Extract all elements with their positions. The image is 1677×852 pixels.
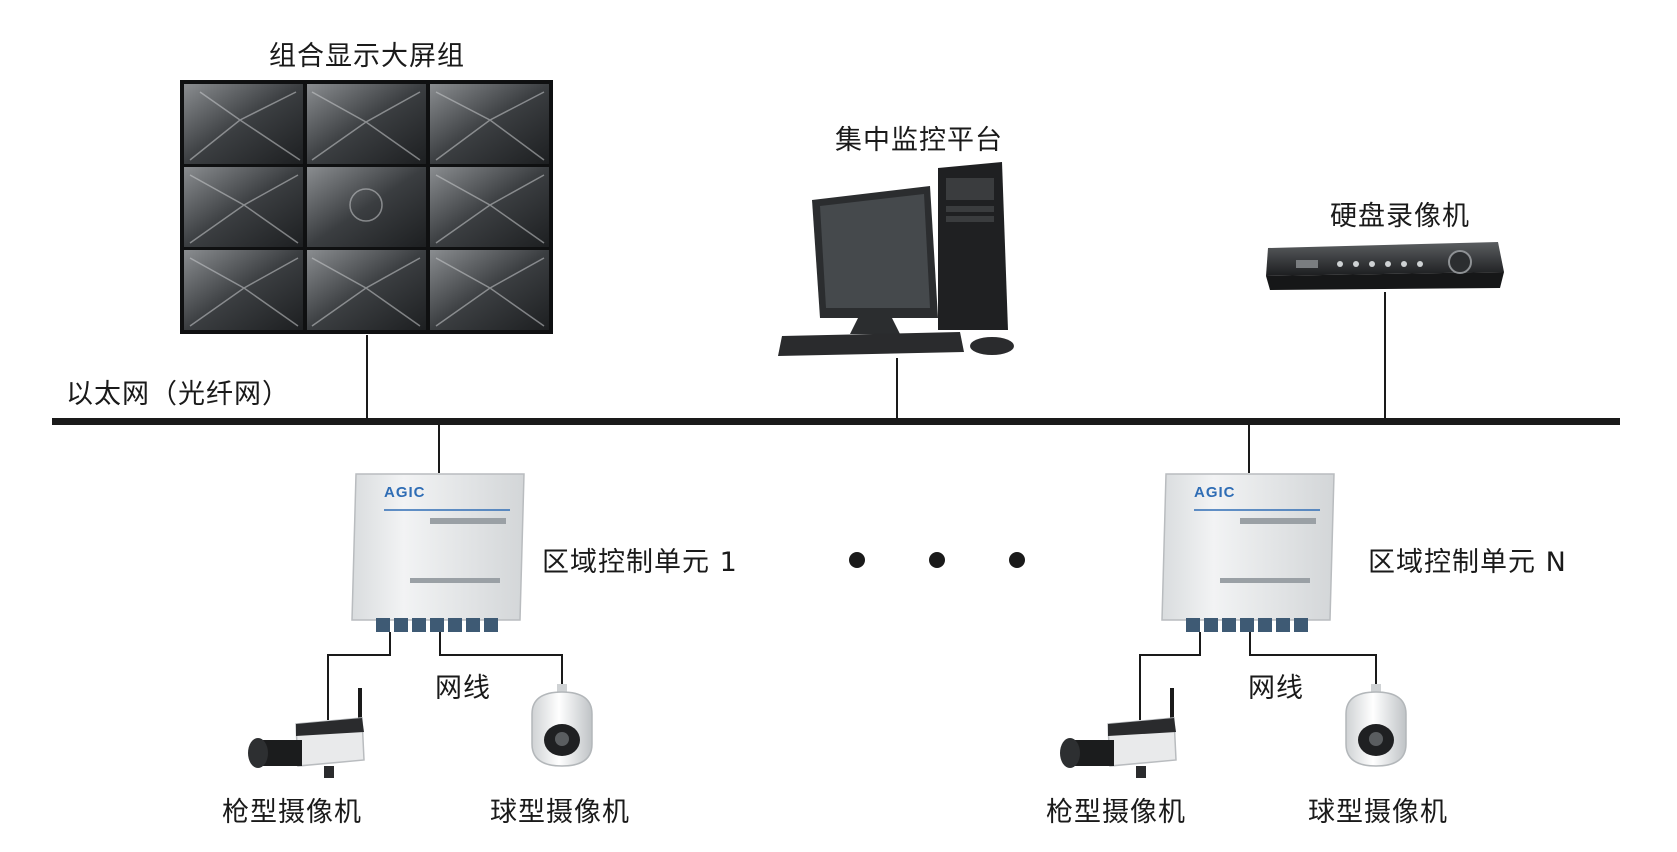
- zone-control-unit-1-graphic: [351, 473, 525, 632]
- zone-1-dome-camera-label: 球型摄像机: [490, 797, 630, 828]
- zone-n-camera-cables: [1139, 632, 1377, 720]
- video-feed-grid: [184, 84, 549, 330]
- ellipsis-dot: [929, 552, 945, 568]
- ellipsis-dot: [1009, 552, 1025, 568]
- bullet-camera-icon: [1060, 688, 1177, 778]
- keyboard-icon: [778, 332, 964, 356]
- dvr-device: [1266, 242, 1504, 290]
- zone-control-unit-n-graphic: [1161, 473, 1335, 632]
- display-wall: [180, 80, 553, 334]
- mouse-icon: [970, 337, 1014, 355]
- central-platform-label: 集中监控平台: [835, 125, 1003, 156]
- ellipsis-dots: [849, 552, 1025, 568]
- zone-n-brand-logo: AGIC: [1194, 484, 1236, 501]
- cable-glands: [376, 618, 498, 632]
- bullet-camera-icon: [248, 688, 365, 778]
- pc-tower-icon: [938, 162, 1008, 330]
- display-wall-label: 组合显示大屏组: [269, 41, 465, 72]
- bus-connectors: [366, 292, 1386, 473]
- zone-1-brand-logo: AGIC: [384, 484, 426, 501]
- ellipsis-dot: [849, 552, 865, 568]
- zone-1-camera-cables: [327, 632, 563, 720]
- cable-glands: [1186, 618, 1308, 632]
- dome-camera-icon: [1345, 684, 1407, 767]
- video-feed-tile: [307, 167, 426, 247]
- zone-n-cable-label: 网线: [1248, 673, 1304, 704]
- video-feed-tile: [184, 84, 303, 164]
- zone-n-bullet-camera-label: 枪型摄像机: [1046, 797, 1186, 828]
- zone-unit-1-label: 区域控制单元 1: [542, 547, 738, 578]
- zone-unit-n-label: 区域控制单元 N: [1368, 547, 1567, 578]
- zone-1-bullet-camera-label: 枪型摄像机: [222, 797, 362, 828]
- network-label: 以太网（光纤网）: [66, 379, 290, 410]
- dvr-label: 硬盘录像机: [1330, 201, 1470, 232]
- dome-camera-icon: [531, 684, 593, 767]
- zone-1-cable-label: 网线: [435, 673, 491, 704]
- ethernet-bus-line: [52, 418, 1620, 425]
- zone-n-dome-camera-label: 球型摄像机: [1308, 797, 1448, 828]
- desktop-computer: [778, 162, 1014, 356]
